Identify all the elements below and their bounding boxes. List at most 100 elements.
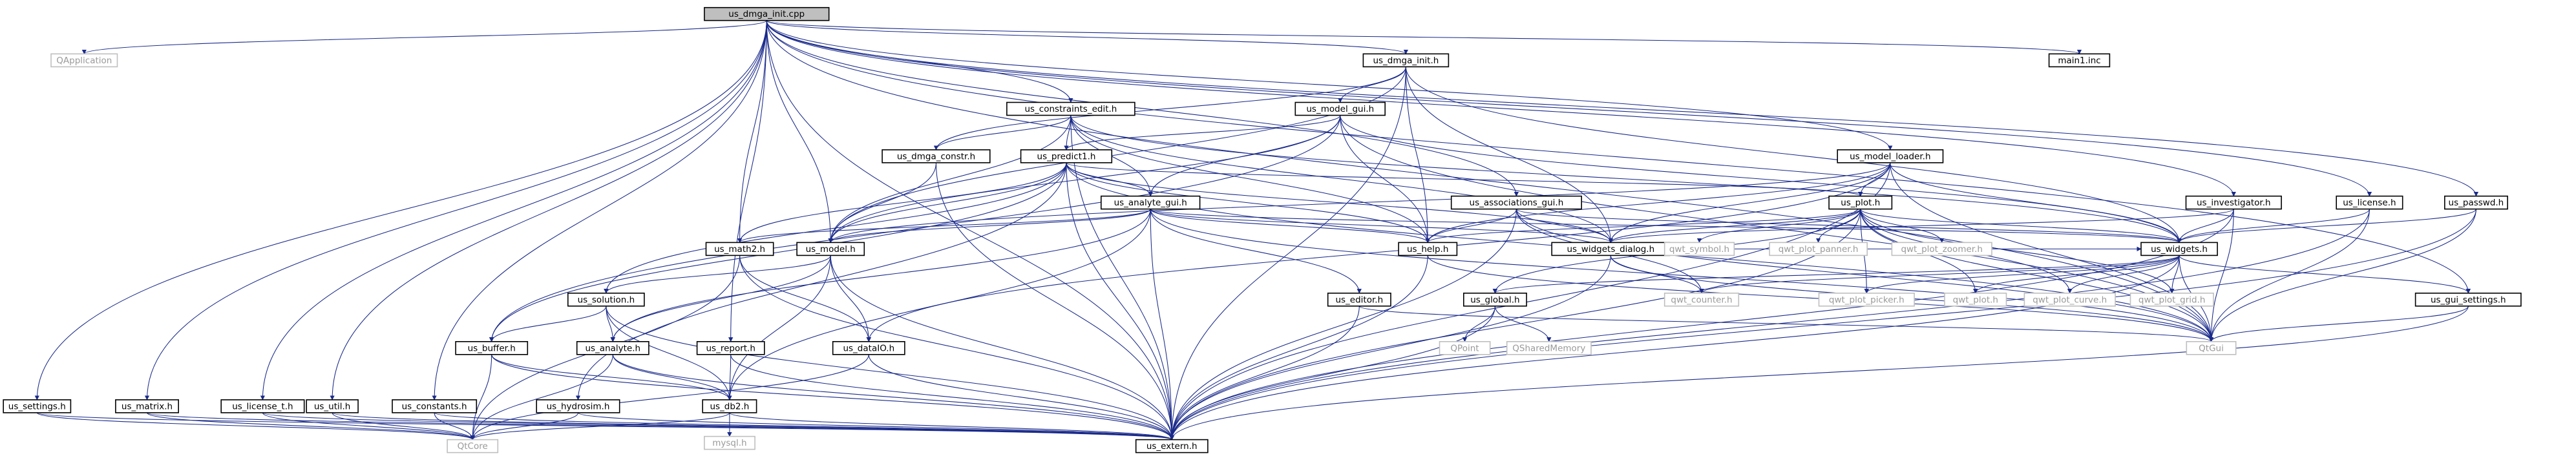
edge-pred-to-extern (1066, 162, 1174, 441)
node-analyte[interactable]: us_analyte.h (576, 340, 649, 355)
edge-plot-to-wdialog (1608, 209, 1861, 244)
node-label: qwt_plot_panner.h (1779, 244, 1859, 255)
node-cedit[interactable]: us_constraints_edit.h (1006, 101, 1135, 116)
node-dmgainit_h[interactable]: us_dmga_init.h (1362, 53, 1450, 68)
edge-agui-to-help (1150, 209, 1430, 244)
edge-widgets-to-qploth (1973, 255, 2180, 294)
edge-model-to-solution (604, 255, 831, 294)
node-label: us_constants.h (402, 401, 467, 411)
node-report[interactable]: us_report.h (696, 340, 765, 355)
edge-root-to-qtgui (766, 20, 2214, 342)
edge-matrix-to-qtcore (146, 412, 475, 441)
node-pred[interactable]: us_predict1.h (1020, 149, 1113, 163)
edge-cedit-to-model (828, 115, 1072, 244)
edge-assoc-to-help (1425, 209, 1517, 244)
edge-solution-to-db2 (606, 306, 732, 401)
node-settings[interactable]: us_settings.h (3, 399, 72, 413)
edge-widgets-to-qgrid (2170, 255, 2180, 294)
node-solution[interactable]: us_solution.h (567, 292, 645, 307)
node-label: qwt_symbol.h (1669, 244, 1729, 255)
node-model[interactable]: us_model.h (796, 242, 865, 256)
node-label: mysql.h (712, 438, 746, 448)
edge-mgui-to-model (828, 115, 1341, 244)
edge-root-to-passwd (766, 20, 2478, 197)
node-main1[interactable]: main1.inc (2048, 53, 2111, 68)
node-label: us_license_t.h (232, 401, 293, 411)
node-root[interactable]: us_dmga_init.cpp (704, 6, 830, 21)
edge-analyte-to-db2 (612, 354, 732, 401)
edge-lic-to-qtgui (2208, 209, 2370, 342)
edge-invest-to-qtgui (2208, 209, 2234, 342)
node-label: us_widgets.h (2151, 244, 2208, 255)
edge-root-to-lic (766, 20, 2372, 197)
node-label: us_investigator.h (2197, 198, 2271, 208)
edge-agui-to-extern (1150, 209, 1174, 441)
node-box (1362, 53, 1450, 68)
edge-agui-to-math2 (737, 209, 1151, 244)
edge-assoc-to-wdialog (1515, 209, 1613, 244)
node-extern[interactable]: us_extern.h (1135, 439, 1209, 453)
node-label: us_db2.h (710, 401, 749, 411)
node-dataio[interactable]: us_dataIO.h (832, 340, 905, 355)
node-box (1506, 340, 1592, 355)
node-plot[interactable]: us_plot.h (1828, 195, 1893, 210)
node-dconstr[interactable]: us_dmga_constr.h (882, 149, 991, 163)
node-qsym: qwt_symbol.h (1663, 242, 1735, 256)
node-label: main1.inc (2058, 56, 2100, 66)
edge-assoc-to-widgets (1515, 209, 2182, 244)
edge-root-to-mloader (766, 20, 1893, 151)
node-box (832, 340, 905, 355)
node-label: qwt_plot_curve.h (2032, 295, 2107, 305)
node-wdialog[interactable]: us_widgets_dialog.h (1551, 242, 1671, 256)
edge-assoc-to-qtgui (1515, 209, 2214, 342)
node-label: qwt_counter.h (1671, 295, 1732, 305)
edge-dmgainit_h-to-model (828, 67, 1406, 244)
node-passwd[interactable]: us_passwd.h (2444, 195, 2508, 210)
node-box (1101, 195, 1201, 210)
node-box (2444, 195, 2508, 210)
node-consts[interactable]: us_constants.h (392, 399, 478, 413)
edge-analyte-to-extern (612, 354, 1174, 441)
node-mloader[interactable]: us_model_loader.h (1837, 149, 1944, 163)
node-agui[interactable]: us_analyte_gui.h (1101, 195, 1201, 210)
node-help[interactable]: us_help.h (1398, 242, 1458, 256)
node-gsettings[interactable]: us_gui_settings.h (2414, 292, 2522, 307)
edge-cedit-to-widgets (1070, 115, 2182, 244)
node-assoc[interactable]: us_associations_gui.h (1450, 195, 1582, 210)
node-box (576, 340, 649, 355)
node-box (704, 6, 830, 21)
node-widgets[interactable]: us_widgets.h (2140, 242, 2218, 256)
node-box (796, 242, 865, 256)
node-db2[interactable]: us_db2.h (702, 399, 757, 413)
node-invest[interactable]: us_investigator.h (2185, 195, 2282, 210)
node-util[interactable]: us_util.h (306, 399, 359, 413)
node-label: us_help.h (1407, 244, 1448, 255)
node-qzoom: qwt_plot_zoomer.h (1891, 242, 1992, 256)
edge-invest-to-wdialog (1608, 209, 2234, 244)
edge-report-to-db2 (727, 354, 732, 401)
node-lic[interactable]: us_license.h (2336, 195, 2403, 210)
edge-pred-to-plot (1066, 162, 1863, 197)
node-box (306, 399, 359, 413)
node-lict[interactable]: us_license_t.h (220, 399, 305, 413)
node-math2[interactable]: us_math2.h (705, 242, 774, 256)
edge-dmgainit_h-to-dconstr (933, 67, 1406, 151)
node-hydro[interactable]: us_hydrosim.h (536, 399, 620, 413)
node-matrix[interactable]: us_matrix.h (115, 399, 179, 413)
node-label: us_analyte_gui.h (1114, 198, 1187, 208)
edge-settings-to-qtcore (36, 412, 475, 441)
node-box (50, 53, 118, 68)
node-box (2186, 340, 2237, 355)
edge-mloader-to-wdialog (1608, 162, 1891, 244)
edge-widgets-to-gsettings (2179, 255, 2471, 294)
edge-model-to-extern (830, 255, 1174, 441)
node-buffer[interactable]: us_buffer.h (455, 340, 529, 355)
node-label: us_constraints_edit.h (1024, 104, 1117, 114)
node-label: qwt_plot.h (1953, 295, 1998, 305)
node-editor[interactable]: us_editor.h (1327, 292, 1391, 307)
node-global[interactable]: us_global.h (1463, 292, 1527, 307)
node-mgui[interactable]: us_model_gui.h (1294, 101, 1386, 116)
edge-widgets-to-extern (1169, 255, 2180, 441)
